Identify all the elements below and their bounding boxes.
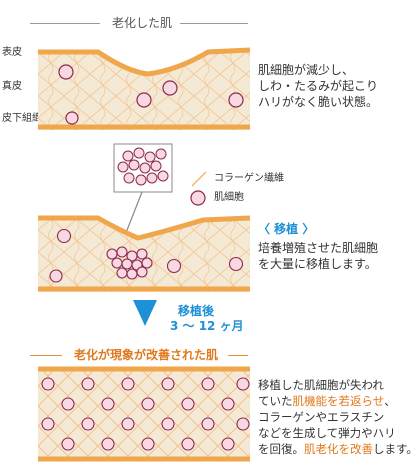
skin-cell (157, 170, 169, 182)
skin-cell (81, 417, 95, 431)
section1-line-right (180, 23, 248, 24)
skin-cell (81, 377, 95, 391)
section3-line-right (228, 355, 248, 356)
skin-cell (135, 174, 147, 186)
skin-cell (111, 257, 123, 269)
skin-cell (161, 417, 175, 431)
section1-title: 老化した肌 (112, 16, 173, 30)
skin-cell (101, 397, 115, 411)
section2-desc-line: 培養増殖させた肌細胞 (258, 241, 379, 255)
skin-cell (41, 377, 55, 391)
skin-cell (150, 160, 162, 172)
skin-cell (141, 397, 155, 411)
skin-cell (41, 417, 55, 431)
section2-desc-line: を大量に移植します。 (258, 257, 377, 271)
skin-cell (221, 397, 235, 411)
skin-cell (116, 267, 128, 279)
skin-cell (201, 417, 215, 431)
skin-cell (161, 377, 175, 391)
arrow-label-period: 3 ～ 12 ヶ月 (170, 319, 244, 333)
skin-cell (58, 64, 74, 80)
legend-cell-label: 肌細胞 (214, 192, 244, 203)
skin-cell (201, 377, 215, 391)
skin-cell (221, 437, 235, 451)
fiber-legend-icon (191, 171, 207, 187)
down-arrow-icon (133, 300, 157, 326)
skin-cell (65, 111, 79, 125)
skin-cell (123, 172, 135, 184)
skin-cell (181, 397, 195, 411)
skin-cell (106, 248, 118, 260)
transplant-skin-diagram (38, 215, 250, 292)
skin-cell (228, 256, 244, 272)
skin-cell (61, 437, 75, 451)
skin-cell (236, 377, 250, 391)
skin-cell (228, 92, 244, 108)
skin-cell (61, 397, 75, 411)
section3-desc-line: 移植した肌細胞が失われ (258, 378, 384, 392)
skin-cell (162, 80, 178, 96)
skin-cell (121, 258, 133, 270)
skin-cell (56, 228, 72, 244)
skin-cell (122, 150, 134, 162)
skin-cell (121, 377, 135, 391)
skin-cell (101, 437, 115, 451)
legend-fiber-label: コラーゲン繊維 (214, 173, 284, 184)
aged-cells (58, 64, 244, 125)
skin-cell (136, 266, 148, 278)
skin-cell (144, 151, 156, 163)
arrow-label-after: 移植後 (178, 304, 215, 318)
skin-cell (139, 162, 151, 174)
skin-cell (236, 417, 250, 431)
section1-line-left (30, 23, 100, 24)
section3-desc-line: コラーゲンやエラスチン (258, 410, 385, 424)
label-epidermis: 表皮 (2, 47, 22, 58)
skin-cell (128, 159, 140, 171)
skin-cell (141, 437, 155, 451)
label-dermis: 真皮 (2, 81, 22, 92)
section2-description: 培養増殖させた肌細胞 を大量に移植します。 (258, 240, 378, 272)
skin-cell (136, 248, 148, 260)
label-subcutaneous: 皮下組織 (2, 113, 42, 124)
section3-desc-line: ていた肌機能を若返らせ、 (258, 394, 396, 408)
aged-skin-diagram (38, 47, 250, 130)
skin-cell (181, 437, 195, 451)
skin-cell (141, 257, 153, 269)
skin-cell (116, 246, 128, 258)
section3-description: 移植した肌細胞が失われ ていた肌機能を若返らせ、 コラーゲンやエラスチン などを… (258, 377, 416, 457)
skin-cell (136, 92, 152, 108)
skin-cell (117, 161, 129, 173)
skin-cell (126, 268, 138, 280)
skin-cell (133, 147, 145, 159)
skin-cell (166, 258, 182, 274)
cell-legend-icon (190, 190, 206, 206)
syringe-cell-group (113, 143, 173, 249)
section3-line-left (30, 355, 62, 356)
section3-desc-line: を回復。肌老化を改善します。 (258, 442, 416, 456)
section1-desc-line: 肌細胞が減少し、 (258, 63, 355, 77)
section1-description: 肌細胞が減少し、 しわ・たるみが起こり ハリがなく脆い状態。 (258, 62, 378, 110)
section3-desc-line: などを生成して弾力やハリ (258, 426, 396, 440)
skin-cell (121, 417, 135, 431)
section1-desc-line: しわ・たるみが起こり (258, 79, 379, 93)
section3-title: 老化が現象が改善された肌 (74, 348, 219, 362)
section1-desc-line: ハリがなく脆い状態。 (258, 95, 379, 109)
skin-cell (49, 269, 63, 283)
skin-cell (155, 148, 167, 160)
section2-title: 〈 移植 〉 (258, 222, 315, 236)
skin-cell (146, 172, 158, 184)
improved-skin-diagram (38, 366, 250, 462)
